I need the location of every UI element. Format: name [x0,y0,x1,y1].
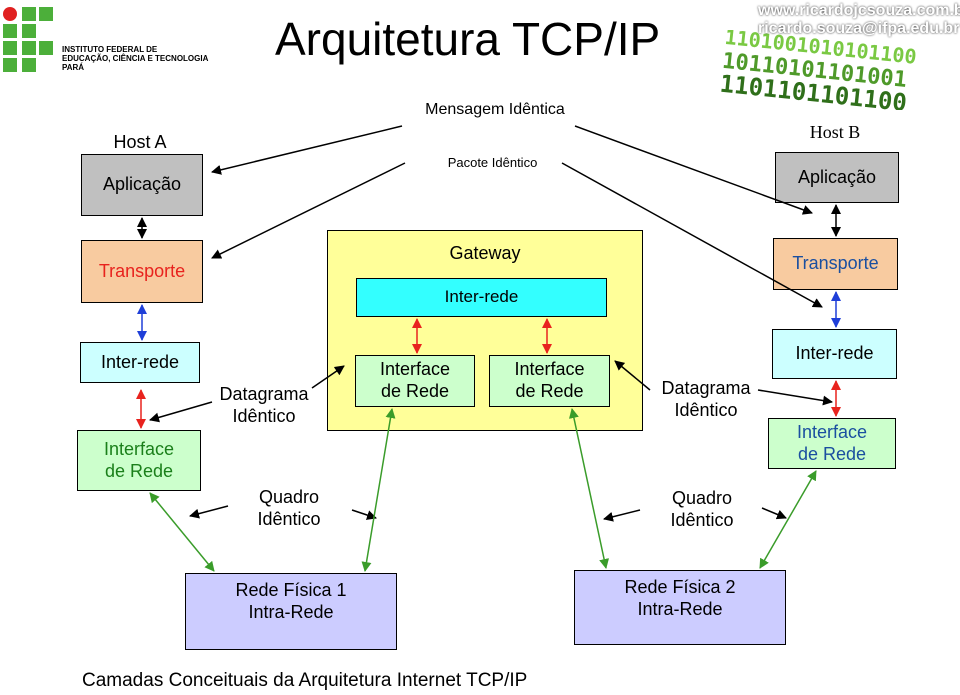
host-b-internet-layer: Inter-rede [772,329,897,379]
frame-left-line-b [351,509,377,520]
link-host-b-net2 [759,470,817,569]
gateway-internet-layer: Inter-rede [356,278,607,317]
frame-left-line-a [189,505,229,519]
institution-logo [0,4,200,76]
packet-label: Pacote Idêntico [447,155,538,170]
datagram-center-left-line [311,365,345,389]
datagram-center-right-line [614,360,651,391]
gateway-interface-right: Interface de Rede [489,355,610,407]
host-a-label: Host A [113,132,167,152]
packet-line-left [211,162,406,259]
physical-network-1: Rede Física 1 Intra-Rede [185,573,397,650]
link-host-a-net1 [149,492,215,572]
message-line-right [574,125,813,215]
binary-decoration: 1101001010101100 10110101101001 11011011… [718,25,960,117]
datagram-left-label: Datagrama Idêntico [219,384,309,426]
host-a-internet-layer: Inter-rede [80,342,200,383]
footer-caption: Camadas Conceituais da Arquitetura Inter… [82,670,528,691]
host-a-transport-layer: Transporte [81,240,203,303]
host-b-network-interface-layer: Interface de Rede [768,418,896,469]
host-a-application-layer: Aplicação [81,154,203,216]
host-b-application-layer: Aplicação [775,152,899,203]
frame-right-line-b [761,507,787,520]
frame-left-label: Quadro Idêntico [257,487,321,529]
link-gateway-net1 [361,408,396,572]
frame-right-label: Quadro Idêntico [670,488,734,530]
link-gateway-net2 [568,408,610,569]
packet-line-right [561,162,823,308]
gateway-label: Gateway [449,243,521,263]
page-title: Arquitetura TCP/IP [275,13,661,65]
logo-icon [3,7,53,72]
datagram-left-line [149,401,213,423]
datagram-right-line [757,389,833,406]
host-a-network-interface-layer: Interface de Rede [77,430,201,491]
host-b-transport-layer: Transporte [773,238,898,290]
gateway-interface-left: Interface de Rede [355,355,475,407]
physical-network-2: Rede Física 2 Intra-Rede [574,570,786,645]
frame-right-line-a [603,509,641,522]
contact-info: www.ricardojcsouza.com.br ricardo.souza@… [758,2,960,38]
host-b-label: Host B [809,122,861,142]
logo-text: INSTITUTO FEDERAL DE EDUCAÇÃO, CIÊNCIA E… [62,45,209,73]
message-label: Mensagem Idêntica [425,101,565,118]
datagram-right-label: Datagrama Idêntico [661,378,751,420]
message-line-left [211,125,403,175]
